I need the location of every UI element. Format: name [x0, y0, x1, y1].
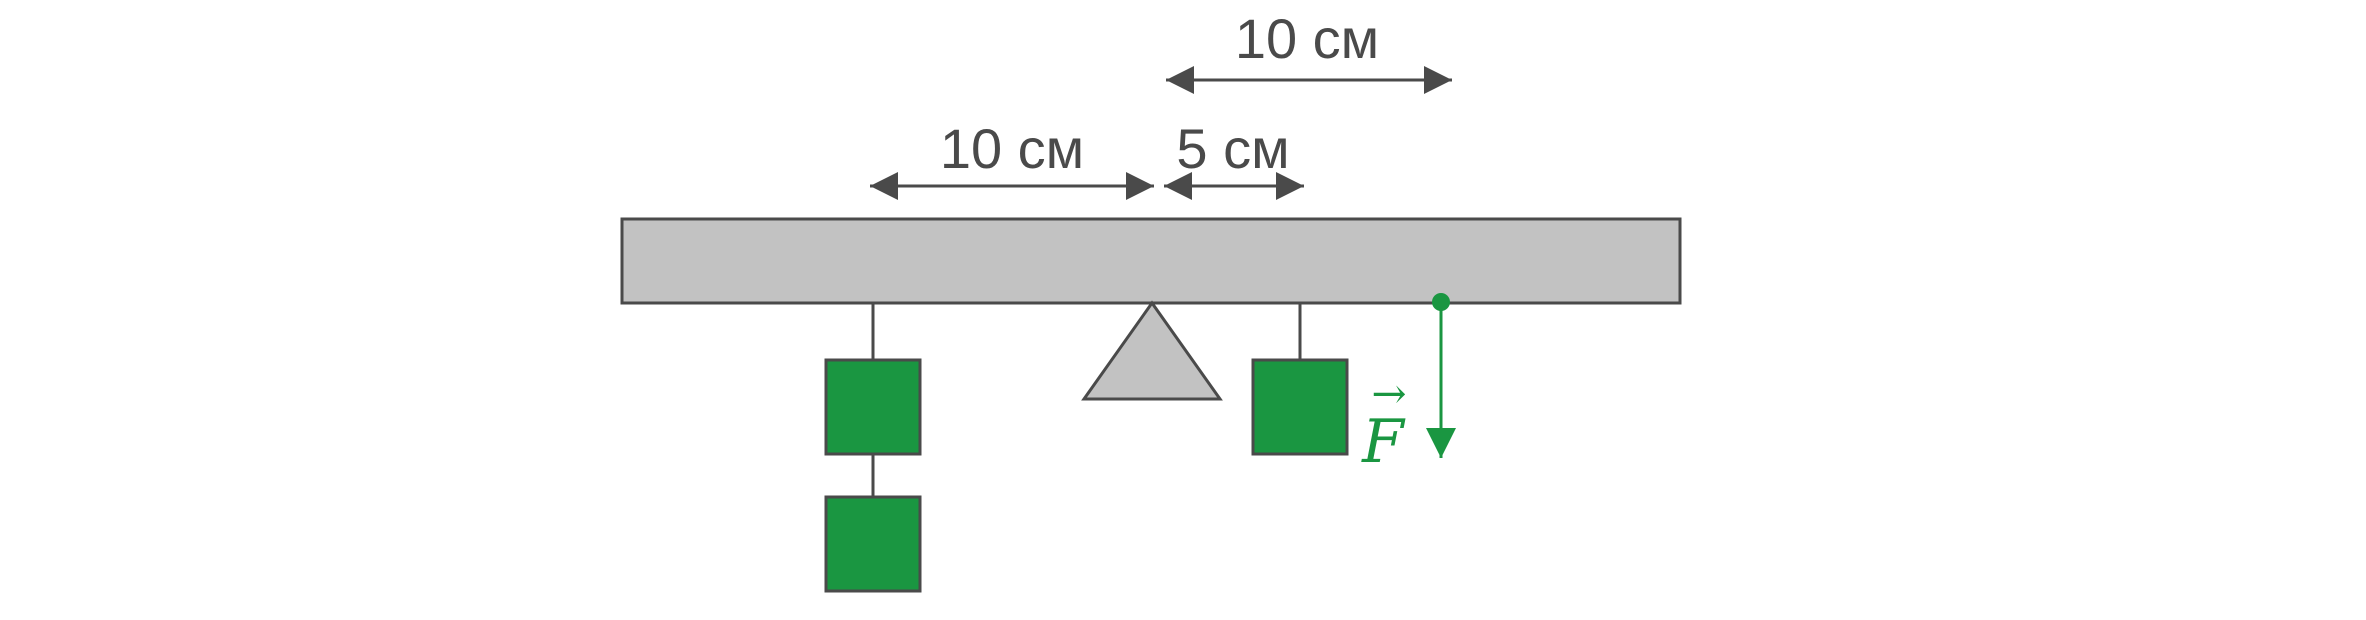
force-vector-arrow-symbol: → [1371, 369, 1406, 418]
force-label: F [1361, 407, 1406, 477]
dimension-label-right: 5 см [1176, 117, 1289, 180]
dimension-label-top: 10 см [1235, 7, 1379, 70]
fulcrum [1081, 300, 1223, 401]
right-weight [1251, 358, 1349, 456]
dimension-label-left: 10 см [940, 117, 1084, 180]
left-weight-upper [824, 358, 922, 456]
lever-beam [620, 217, 1682, 305]
left-weight-lower [824, 495, 922, 593]
